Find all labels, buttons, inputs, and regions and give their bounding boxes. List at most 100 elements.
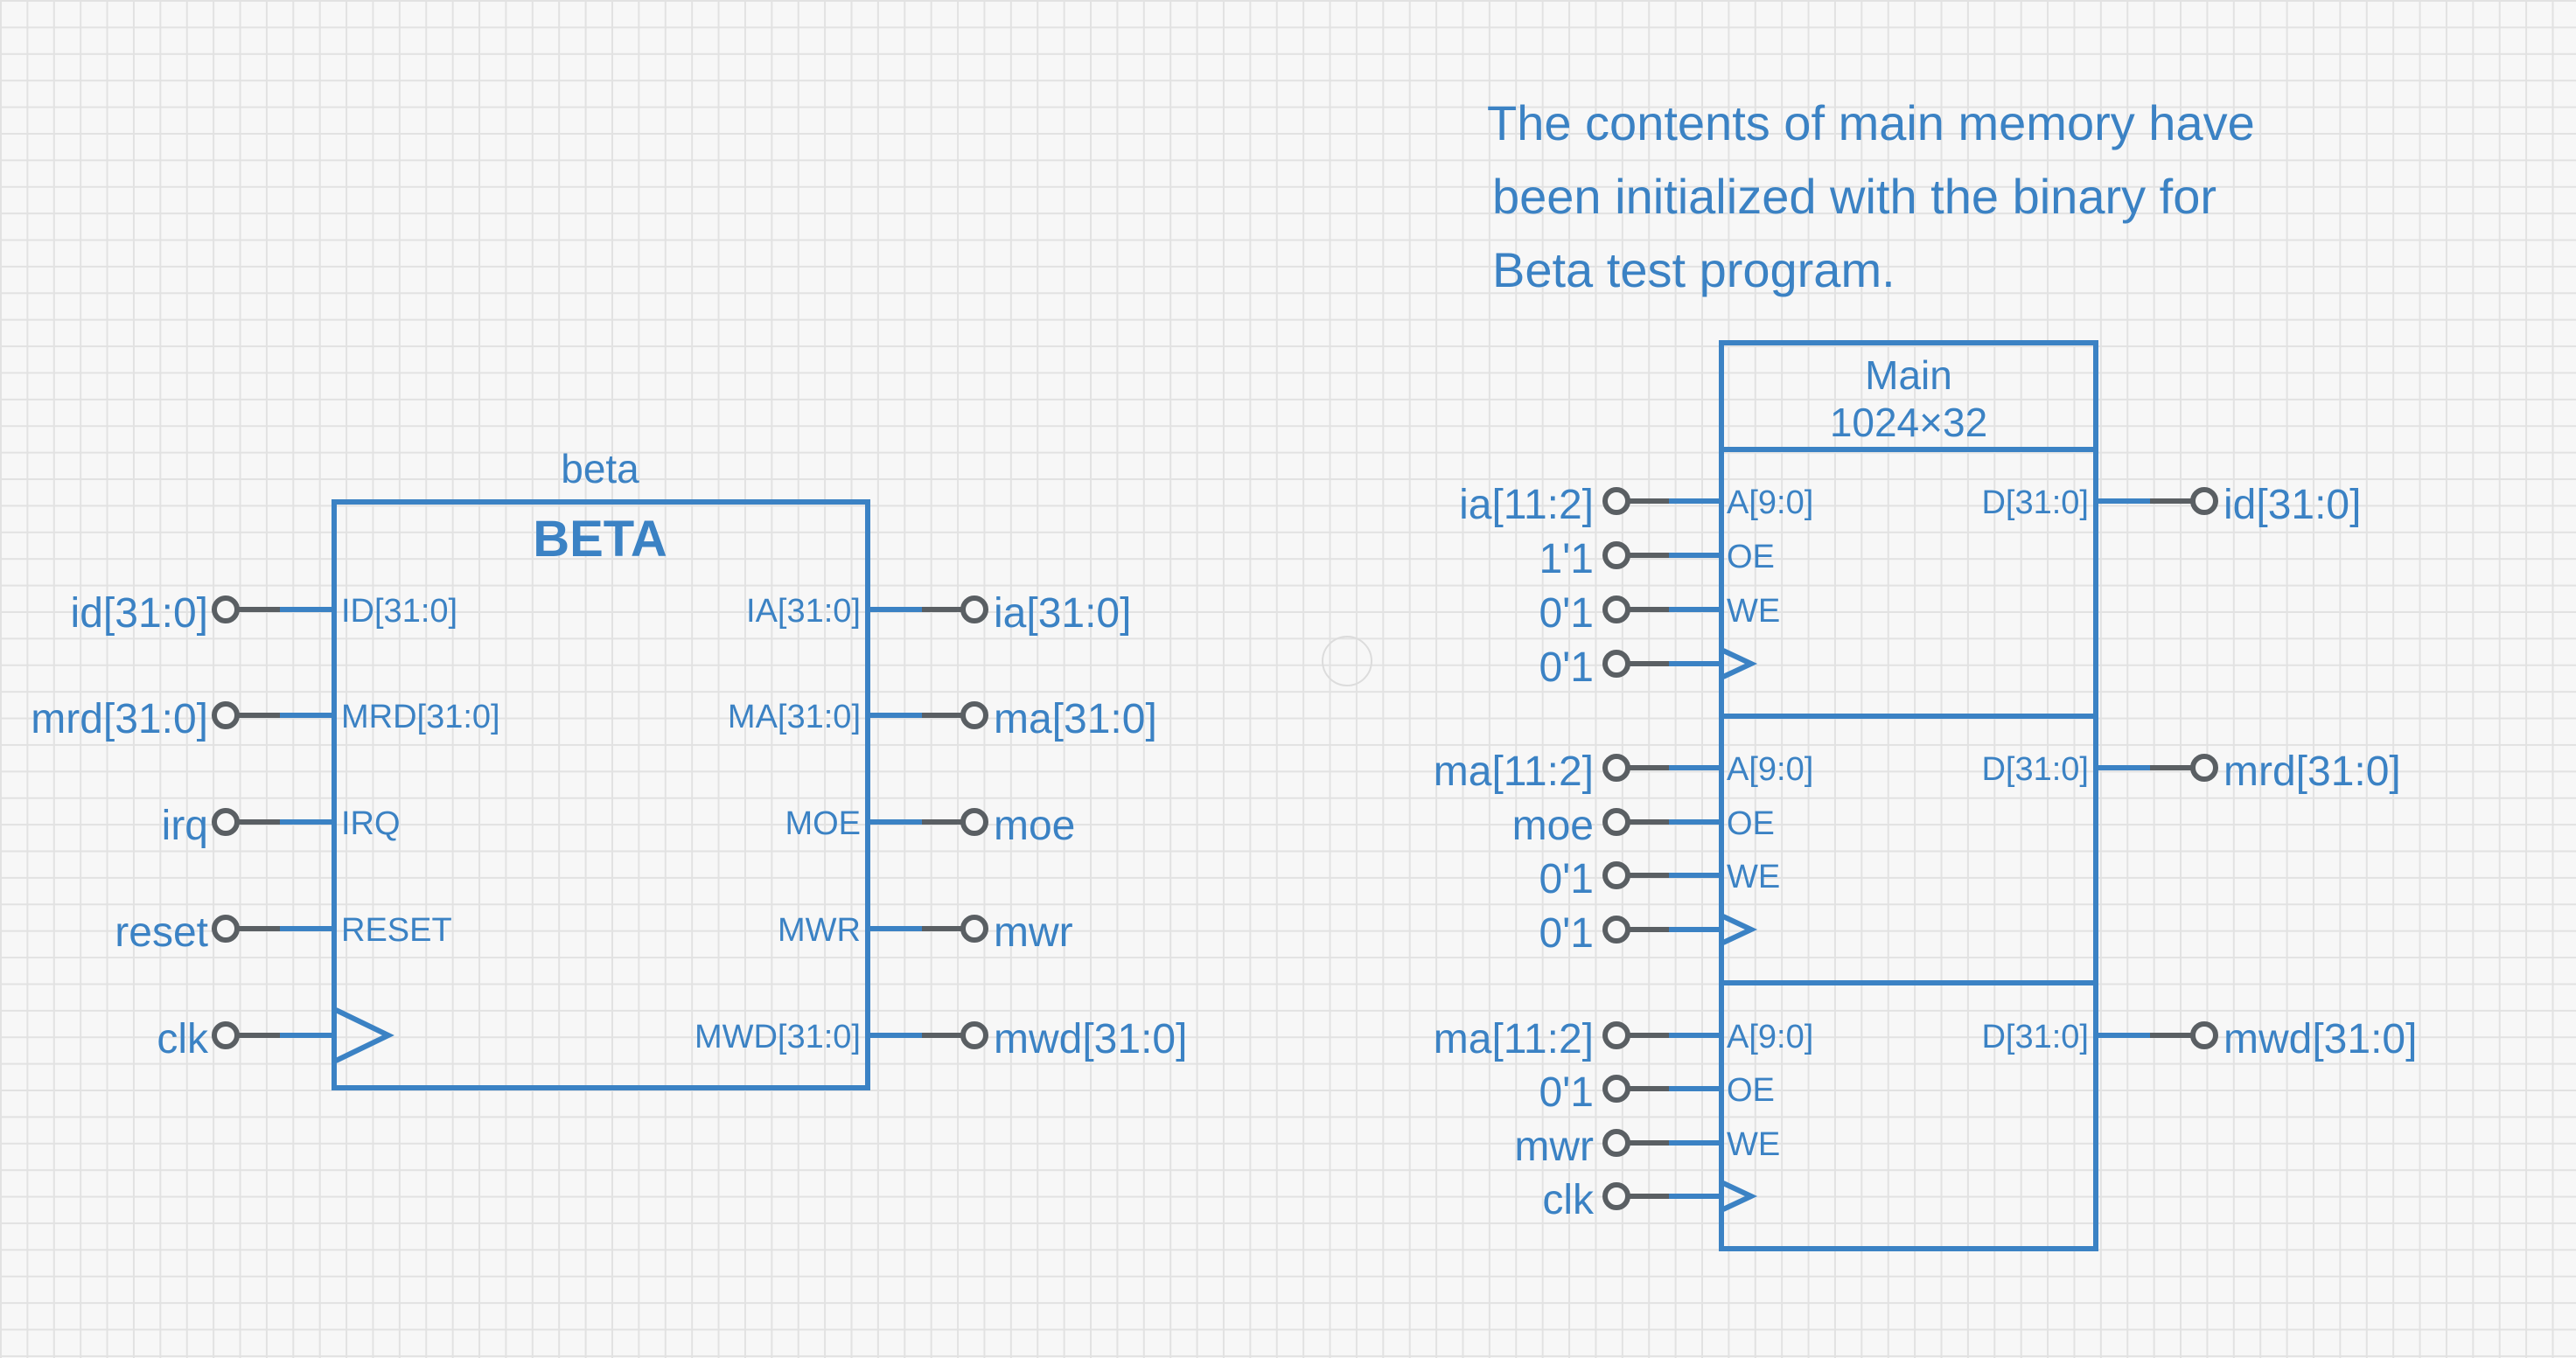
memory-body[interactable]: [1719, 340, 2098, 1251]
pin-label: MA[31:0]: [728, 699, 861, 735]
signal-label: id[31:0]: [2223, 482, 2361, 528]
terminal-icon[interactable]: [1602, 541, 1630, 569]
beta-left-port[interactable]: RESET reset: [115, 909, 451, 956]
beta-left-port[interactable]: ID[31:0] id[31:0]: [71, 590, 458, 637]
terminal-icon[interactable]: [212, 808, 240, 836]
beta-right-port[interactable]: MOE moe: [785, 803, 1075, 849]
signal-label: ma[31:0]: [994, 696, 1157, 742]
terminal-icon[interactable]: [960, 701, 988, 729]
signal-label: 0'1: [1539, 1069, 1594, 1116]
memory-output[interactable]: D[31:0] mwd[31:0]: [1981, 1016, 2417, 1062]
signal-label: 1'1: [1539, 536, 1594, 582]
memory-input[interactable]: WE 0'1: [1539, 856, 1780, 902]
memory-input[interactable]: OE 1'1: [1539, 536, 1774, 582]
terminal-icon[interactable]: [960, 1021, 988, 1049]
pin-label: OE: [1727, 539, 1775, 575]
memory-size: 1024×32: [1830, 400, 1987, 445]
pin-label: MRD[31:0]: [341, 699, 500, 735]
terminal-icon[interactable]: [960, 915, 988, 943]
memory-input[interactable]: WE 0'1: [1539, 590, 1780, 637]
terminal-icon[interactable]: [1602, 1129, 1630, 1157]
memory-port-1[interactable]: A[9:0] ma[11:2] OE moe WE 0'1: [1434, 749, 2401, 957]
signal-label: clk: [1542, 1177, 1595, 1223]
signal-label: mwr: [994, 909, 1073, 956]
terminal-icon[interactable]: [1602, 1182, 1630, 1210]
signal-label: mwd[31:0]: [994, 1016, 1187, 1062]
terminal-icon[interactable]: [1602, 595, 1630, 623]
signal-label: ma[11:2]: [1434, 749, 1594, 795]
pin-label: A[9:0]: [1727, 751, 1813, 788]
memory-output[interactable]: D[31:0] mrd[31:0]: [1981, 749, 2400, 795]
beta-right-port[interactable]: MWD[31:0] mwd[31:0]: [695, 1016, 1187, 1062]
beta-body[interactable]: [332, 499, 870, 1090]
terminal-icon[interactable]: [2190, 1021, 2218, 1049]
memory-input[interactable]: OE moe: [1512, 803, 1775, 849]
terminal-icon[interactable]: [1602, 487, 1630, 515]
beta-right-port[interactable]: MWR mwr: [778, 909, 1073, 956]
signal-label: ia[11:2]: [1459, 482, 1594, 528]
terminal-icon[interactable]: [2190, 487, 2218, 515]
beta-module[interactable]: beta BETA ID[31:0] id[31:0] MRD[31:0] mr…: [31, 446, 1187, 1090]
memory-input[interactable]: A[9:0] ia[11:2]: [1459, 482, 1813, 528]
pin-label: D[31:0]: [1981, 751, 2089, 788]
pin-label: RESET: [341, 912, 452, 949]
pin-label: OE: [1727, 805, 1775, 842]
terminal-icon[interactable]: [1602, 916, 1630, 944]
pin-label: WE: [1727, 593, 1780, 630]
cursor-indicator: [1322, 636, 1372, 686]
pin-label: MWR: [778, 912, 861, 949]
memory-output[interactable]: D[31:0] id[31:0]: [1981, 482, 2361, 528]
signal-label: 0'1: [1539, 910, 1594, 957]
memory-note: The contents of main memory have been in…: [1487, 95, 2255, 297]
memory-input[interactable]: 0'1: [1539, 644, 1721, 691]
memory-input[interactable]: 0'1: [1539, 910, 1721, 957]
signal-label: 0'1: [1539, 590, 1594, 637]
beta-clock-triangle: [334, 1007, 394, 1063]
memory-title: Main: [1865, 352, 1952, 398]
terminal-icon[interactable]: [1602, 1075, 1630, 1103]
pin-label: A[9:0]: [1727, 1019, 1813, 1055]
signal-label: mwr: [1514, 1124, 1594, 1170]
memory-input[interactable]: A[9:0] ma[11:2]: [1434, 749, 1814, 795]
beta-left-port[interactable]: MRD[31:0] mrd[31:0]: [31, 696, 499, 742]
main-memory-module[interactable]: Main 1024×32 A[9:0] ia[11:2] OE 1'1: [1434, 340, 2418, 1251]
signal-label: reset: [115, 909, 208, 956]
beta-left-port[interactable]: clk: [157, 1016, 334, 1062]
memory-input[interactable]: OE 0'1: [1539, 1069, 1774, 1116]
terminal-icon[interactable]: [1602, 861, 1630, 889]
terminal-icon[interactable]: [1602, 650, 1630, 678]
pin-label: OE: [1727, 1072, 1775, 1109]
memory-input[interactable]: clk: [1542, 1177, 1721, 1223]
terminal-icon[interactable]: [2190, 754, 2218, 782]
signal-label: moe: [1512, 803, 1594, 849]
pin-label: ID[31:0]: [341, 593, 457, 630]
terminal-icon[interactable]: [212, 1021, 240, 1049]
beta-right-port[interactable]: IA[31:0] ia[31:0]: [746, 590, 1131, 637]
pin-label: IA[31:0]: [746, 593, 861, 630]
terminal-icon[interactable]: [212, 701, 240, 729]
memory-input[interactable]: WE mwr: [1514, 1124, 1780, 1170]
terminal-icon[interactable]: [212, 915, 240, 943]
memory-clock-triangle: [1721, 914, 1758, 945]
terminal-icon[interactable]: [1602, 1021, 1630, 1049]
terminal-icon[interactable]: [1602, 808, 1630, 836]
terminal-icon[interactable]: [960, 808, 988, 836]
terminal-icon[interactable]: [212, 595, 240, 623]
memory-port-0[interactable]: A[9:0] ia[11:2] OE 1'1 WE 0'1: [1459, 482, 2361, 691]
note-line-2: been initialized with the binary for: [1492, 169, 2216, 224]
beta-left-port[interactable]: IRQ irq: [162, 803, 401, 849]
terminal-icon[interactable]: [1602, 754, 1630, 782]
beta-title: BETA: [533, 511, 667, 568]
signal-label: mrd[31:0]: [2223, 749, 2401, 795]
beta-right-port[interactable]: MA[31:0] ma[31:0]: [728, 696, 1157, 742]
beta-instance-label: beta: [561, 446, 639, 491]
pin-label: IRQ: [341, 805, 401, 842]
signal-label: ma[11:2]: [1434, 1016, 1594, 1062]
memory-port-2[interactable]: A[9:0] ma[11:2] OE 0'1 WE mwr: [1434, 1016, 2418, 1223]
memory-input[interactable]: A[9:0] ma[11:2]: [1434, 1016, 1814, 1062]
signal-label: moe: [994, 803, 1075, 849]
pin-label: MOE: [785, 805, 861, 842]
terminal-icon[interactable]: [960, 595, 988, 623]
signal-label: irq: [162, 803, 208, 849]
